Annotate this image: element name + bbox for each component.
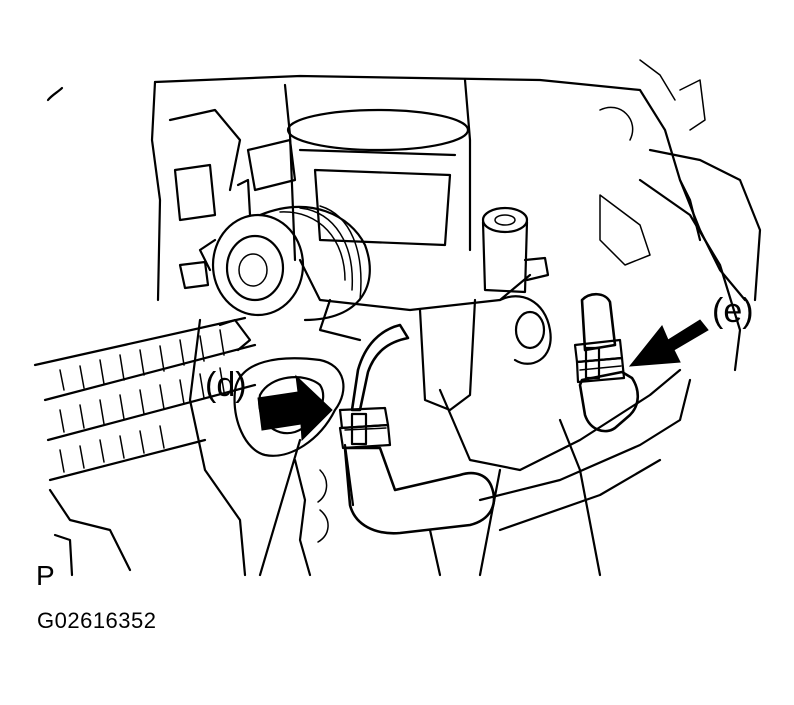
pipe-nipple — [481, 206, 550, 294]
view-marker: P — [36, 560, 55, 591]
throttle-pulley — [178, 178, 371, 352]
engine-block-outline — [46, 59, 762, 577]
callout-label-e: (e) — [712, 292, 754, 330]
clamp-d — [338, 406, 392, 450]
figure-id: G02616352 — [37, 608, 157, 633]
callout-label-d: (d) — [205, 366, 247, 404]
throttle-body — [283, 78, 552, 412]
hose-e — [578, 292, 640, 433]
callout-arrow-e — [628, 319, 709, 367]
accelerator-cable — [33, 316, 257, 577]
callout-arrow-d — [257, 374, 333, 442]
clamp-e — [573, 338, 626, 384]
lower-hoses — [293, 178, 742, 577]
hose-d — [343, 323, 496, 535]
